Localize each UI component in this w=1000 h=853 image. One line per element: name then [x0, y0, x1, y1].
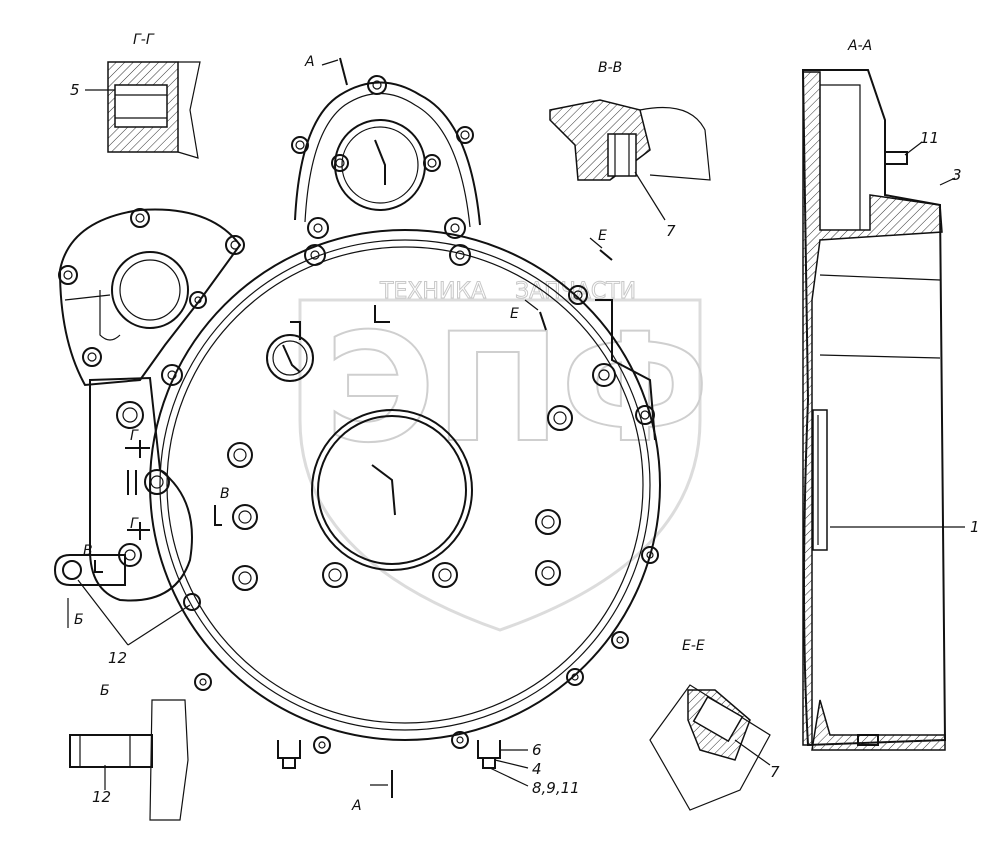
- callout-1: 1: [970, 518, 980, 536]
- section-title-v-v: В-В: [598, 60, 622, 76]
- section-title-a-a: А-А: [847, 38, 872, 54]
- inner-bosses: [227, 442, 561, 591]
- leader-lines: [77, 579, 529, 787]
- watermark-text-left: ТЕХНИКА: [379, 279, 486, 304]
- cut-mark-a-top: А: [304, 54, 315, 70]
- callout-7-ee: 7: [770, 763, 780, 781]
- cut-mark-v-left: В: [83, 543, 93, 559]
- section-marks: [67, 57, 613, 798]
- callout-12-main: 12: [108, 649, 127, 667]
- callout-7-vv: 7: [666, 222, 676, 240]
- callout-11: 11: [920, 129, 939, 147]
- section-title-g-g: Г-Г: [133, 32, 155, 48]
- section-title-e-e: Е-Е: [682, 638, 705, 654]
- cut-mark-g-upper: Г: [130, 428, 139, 444]
- section-g-g: [85, 61, 201, 159]
- section-v-v: [549, 99, 711, 221]
- flange-bolt-holes: [161, 217, 659, 754]
- view-b: [69, 699, 189, 821]
- view-title-b: Б: [100, 683, 110, 699]
- callout-6: 6: [532, 741, 542, 759]
- callout-4: 4: [532, 760, 542, 778]
- cut-mark-a-bottom: А: [351, 798, 362, 814]
- callout-3: 3: [952, 166, 962, 184]
- section-a-a: [801, 69, 965, 751]
- cut-mark-v-right: В: [220, 486, 230, 502]
- section-e-e: [649, 684, 771, 811]
- callout-5: 5: [70, 81, 80, 99]
- watermark: ТЕХНИКА ЗАПЧАСТИ ЭПФ: [298, 279, 710, 632]
- cut-mark-g-lower: Г: [130, 516, 139, 532]
- callout-8-9-11: 8,9,11: [532, 779, 580, 797]
- callout-12-b: 12: [92, 788, 111, 806]
- flywheel-housing-front-view: [53, 75, 661, 769]
- cut-mark-b-arrow: Б: [74, 612, 84, 628]
- cut-mark-e-lower: Е: [510, 306, 519, 322]
- cut-mark-e-upper: Е: [598, 228, 607, 244]
- watermark-logo: ЭПФ: [325, 302, 709, 476]
